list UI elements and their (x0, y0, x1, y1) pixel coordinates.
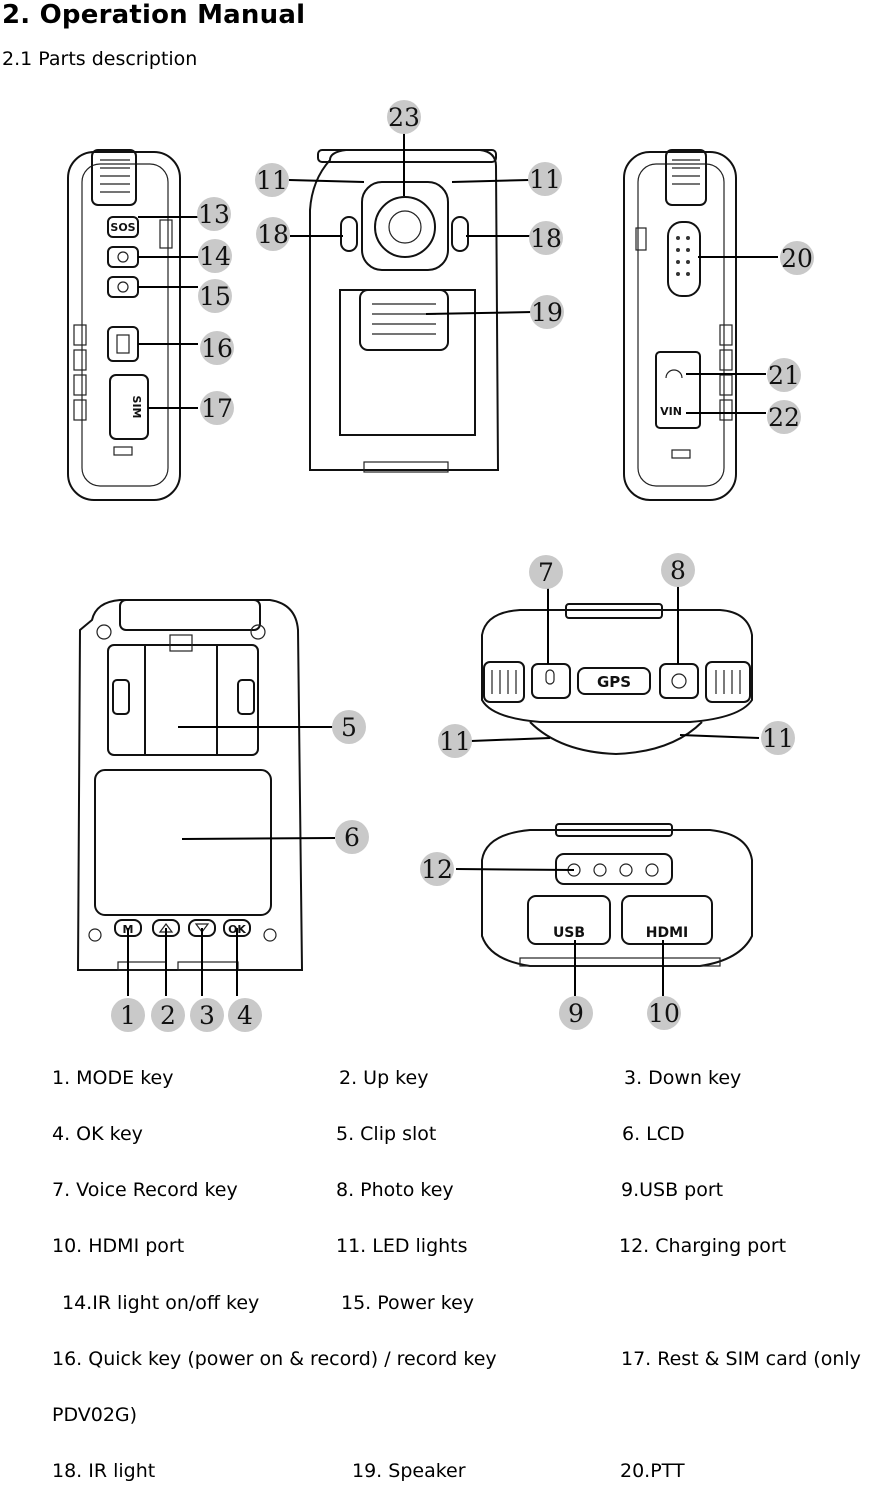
hdmi-mark: HDMI (646, 925, 688, 941)
svg-text:3: 3 (199, 1001, 215, 1030)
svg-text:21: 21 (768, 361, 800, 390)
svg-text:19: 19 (531, 298, 563, 327)
callout-6: 6 (335, 820, 369, 854)
svg-text:11: 11 (256, 166, 288, 195)
part-label-9: 9.USB port (621, 1179, 724, 1201)
callout-12: 12 (420, 852, 454, 886)
part-label-8: 8. Photo key (336, 1179, 454, 1201)
part-label-15: 15. Power key (341, 1292, 474, 1314)
callout-17: 17 (200, 391, 234, 425)
svg-text:6: 6 (344, 823, 360, 852)
svg-text:7: 7 (538, 558, 554, 587)
back-view: M OK (76, 599, 336, 996)
callout-9: 9 (559, 996, 593, 1030)
callout-11-front-left: 11 (255, 163, 289, 197)
svg-text:20: 20 (781, 244, 813, 273)
callout-3: 3 (190, 998, 224, 1032)
section-subtitle: 2.1 Parts description (2, 48, 198, 70)
callout-18-right: 18 (529, 221, 563, 255)
callout-7: 7 (529, 555, 563, 589)
part-label-10: 10. HDMI port (52, 1235, 185, 1257)
svg-text:11: 11 (762, 724, 794, 753)
svg-text:13: 13 (198, 200, 230, 229)
callout-18-left: 18 (256, 217, 290, 251)
svg-text:1: 1 (120, 1001, 136, 1030)
vin-mark: VIN (660, 405, 682, 418)
part-label-2: 2. Up key (339, 1067, 429, 1089)
top-view: GPS (470, 586, 760, 756)
part-label-12: 12. Charging port (619, 1235, 787, 1257)
svg-text:4: 4 (237, 1001, 253, 1030)
svg-text:18: 18 (530, 224, 562, 253)
part-label-7: 7. Voice Record key (52, 1179, 238, 1201)
part-label-5: 5. Clip slot (336, 1123, 437, 1145)
part-label-19: 19. Speaker (352, 1460, 466, 1482)
callout-11-top-left: 11 (438, 724, 472, 758)
svg-text:14: 14 (199, 242, 231, 271)
callout-2: 2 (151, 998, 185, 1032)
part-label-6: 6. LCD (622, 1123, 685, 1145)
svg-text:11: 11 (529, 165, 561, 194)
svg-text:8: 8 (670, 556, 686, 585)
callout-11-top-right: 11 (761, 721, 795, 755)
front-view (288, 130, 534, 473)
part-label-17: 17. Rest & SIM card (only (621, 1348, 861, 1370)
bottom-view: USB HDMI (455, 823, 753, 996)
callout-21: 21 (767, 358, 801, 392)
svg-text:11: 11 (439, 727, 471, 756)
part-label-17-cont: PDV02G) (52, 1404, 138, 1426)
svg-text:2: 2 (160, 1001, 176, 1030)
callout-11-front-right: 11 (528, 162, 562, 196)
left-side-view: SOS SIM (67, 149, 198, 501)
part-label-18: 18. IR light (52, 1460, 156, 1482)
svg-text:16: 16 (201, 334, 233, 363)
callout-19: 19 (530, 295, 564, 329)
callout-13: 13 (197, 197, 231, 231)
callout-4: 4 (228, 998, 262, 1032)
right-side-view: VIN (623, 149, 778, 501)
callout-5: 5 (332, 710, 366, 744)
callout-22: 22 (767, 400, 801, 434)
svg-text:22: 22 (768, 403, 800, 432)
svg-text:5: 5 (341, 713, 357, 742)
part-label-3: 3. Down key (624, 1067, 742, 1089)
sos-mark: SOS (110, 221, 135, 234)
callout-8: 8 (661, 553, 695, 587)
callout-10: 10 (647, 996, 681, 1030)
part-label-1: 1. MODE key (52, 1067, 174, 1089)
sim-mark: SIM (130, 396, 143, 419)
svg-text:15: 15 (199, 282, 231, 311)
svg-text:10: 10 (648, 999, 680, 1028)
callout-16: 16 (200, 331, 234, 365)
svg-text:18: 18 (257, 220, 289, 249)
part-label-16: 16. Quick key (power on & record) / reco… (52, 1348, 497, 1370)
callout-23: 23 (387, 100, 421, 134)
callout-14: 14 (198, 239, 232, 273)
svg-text:23: 23 (388, 103, 420, 132)
callout-1: 1 (111, 998, 145, 1032)
callouts: 23 11 11 18 18 19 13 14 15 16 17 20 21 2… (111, 100, 814, 1032)
svg-text:12: 12 (421, 855, 453, 884)
gps-mark: GPS (597, 673, 631, 691)
callout-15: 15 (198, 279, 232, 313)
part-label-20: 20.PTT (620, 1460, 685, 1482)
part-label-4: 4. OK key (52, 1123, 143, 1145)
page-title: 2. Operation Manual (2, 0, 306, 30)
svg-text:9: 9 (568, 999, 584, 1028)
part-label-11: 11. LED lights (336, 1235, 468, 1257)
part-label-14: 14.IR light on/off key (62, 1292, 260, 1314)
parts-diagram: .o { fill:none; stroke:#111; stroke-widt… (0, 90, 869, 1040)
svg-text:17: 17 (201, 394, 233, 423)
callout-20: 20 (780, 241, 814, 275)
usb-mark: USB (553, 925, 585, 941)
